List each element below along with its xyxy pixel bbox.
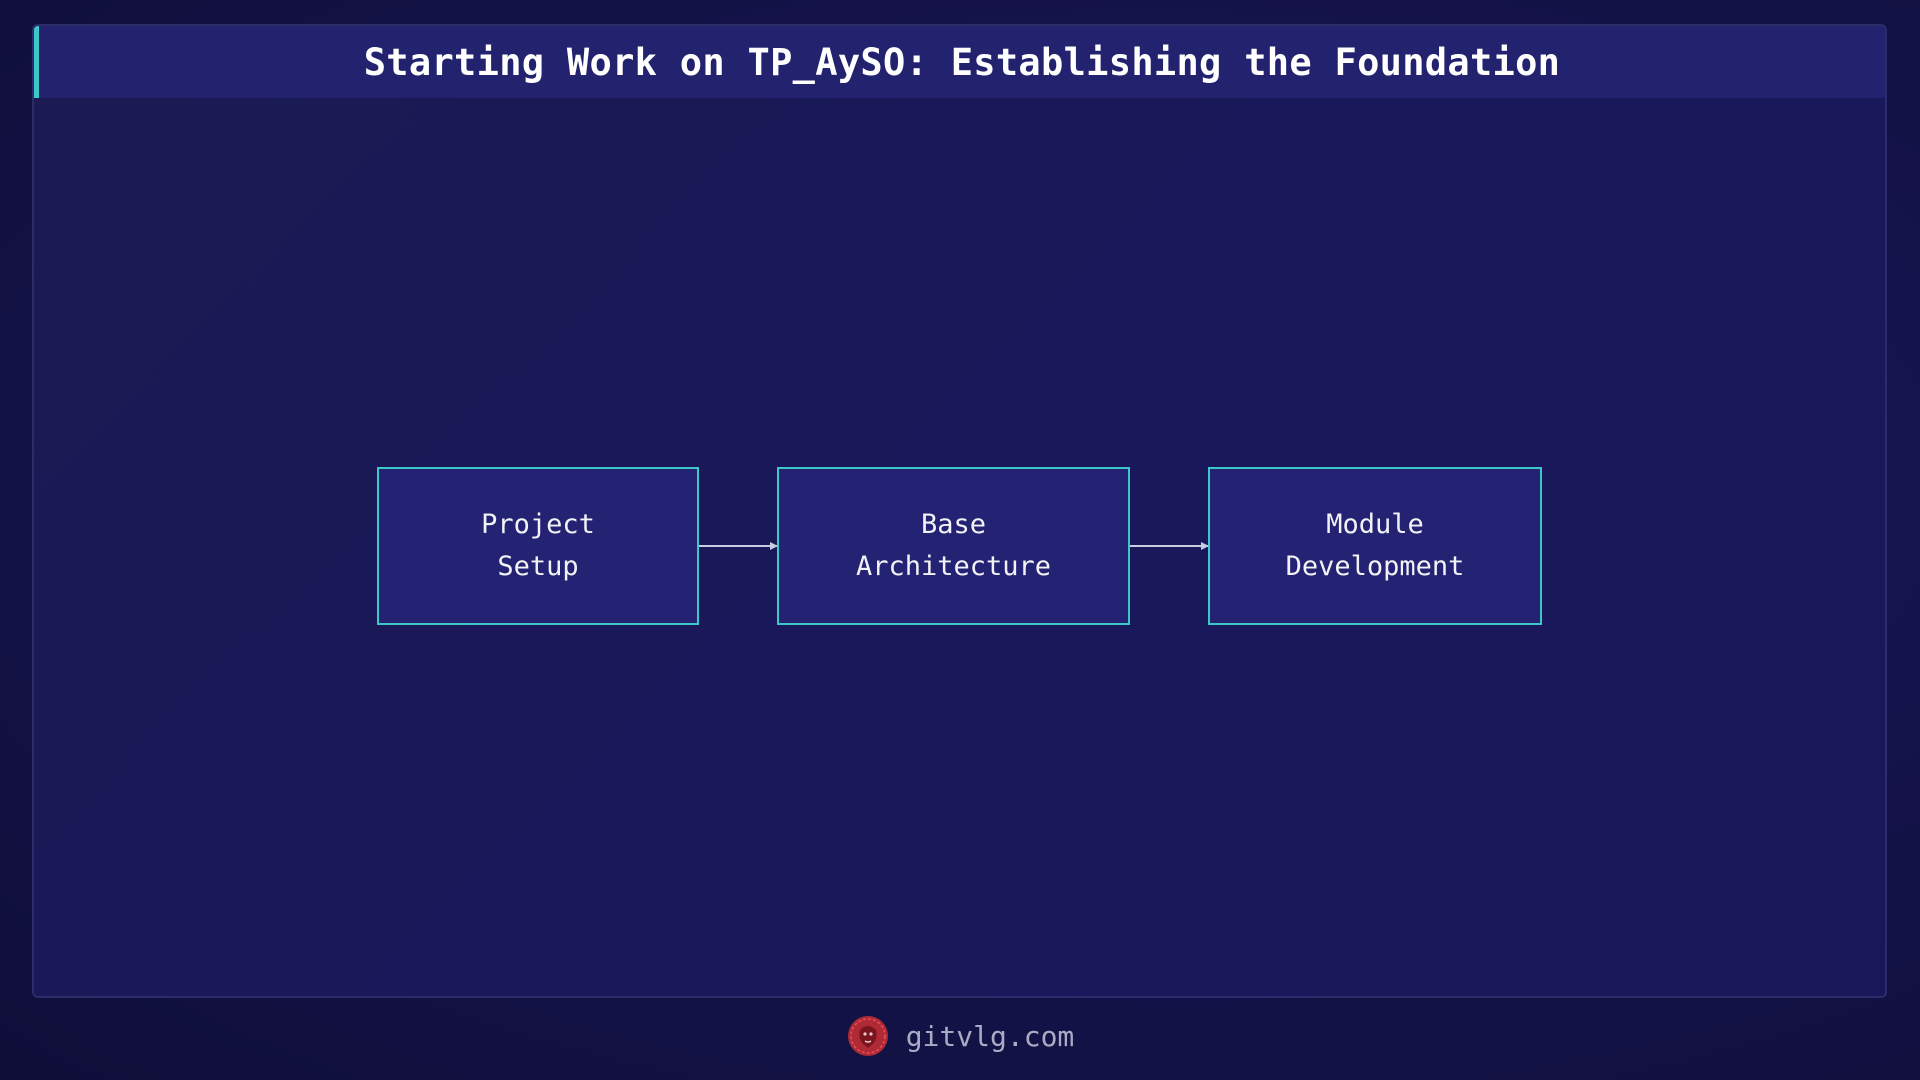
title-bar: Starting Work on TP_AySO: Establishing t… [34,26,1885,98]
page-title: Starting Work on TP_AySO: Establishing t… [363,40,1561,84]
node-module-development: Module Development [1208,467,1542,625]
node-project-setup: Project Setup [377,467,699,625]
footer: gitvlg.com [0,1010,1920,1062]
lion-logo-icon [847,1016,888,1056]
footer-site-link[interactable]: gitvlg.com [905,1019,1075,1053]
node-base-architecture: Base Architecture [777,467,1130,625]
slide-panel: Starting Work on TP_AySO: Establishing t… [32,24,1887,998]
